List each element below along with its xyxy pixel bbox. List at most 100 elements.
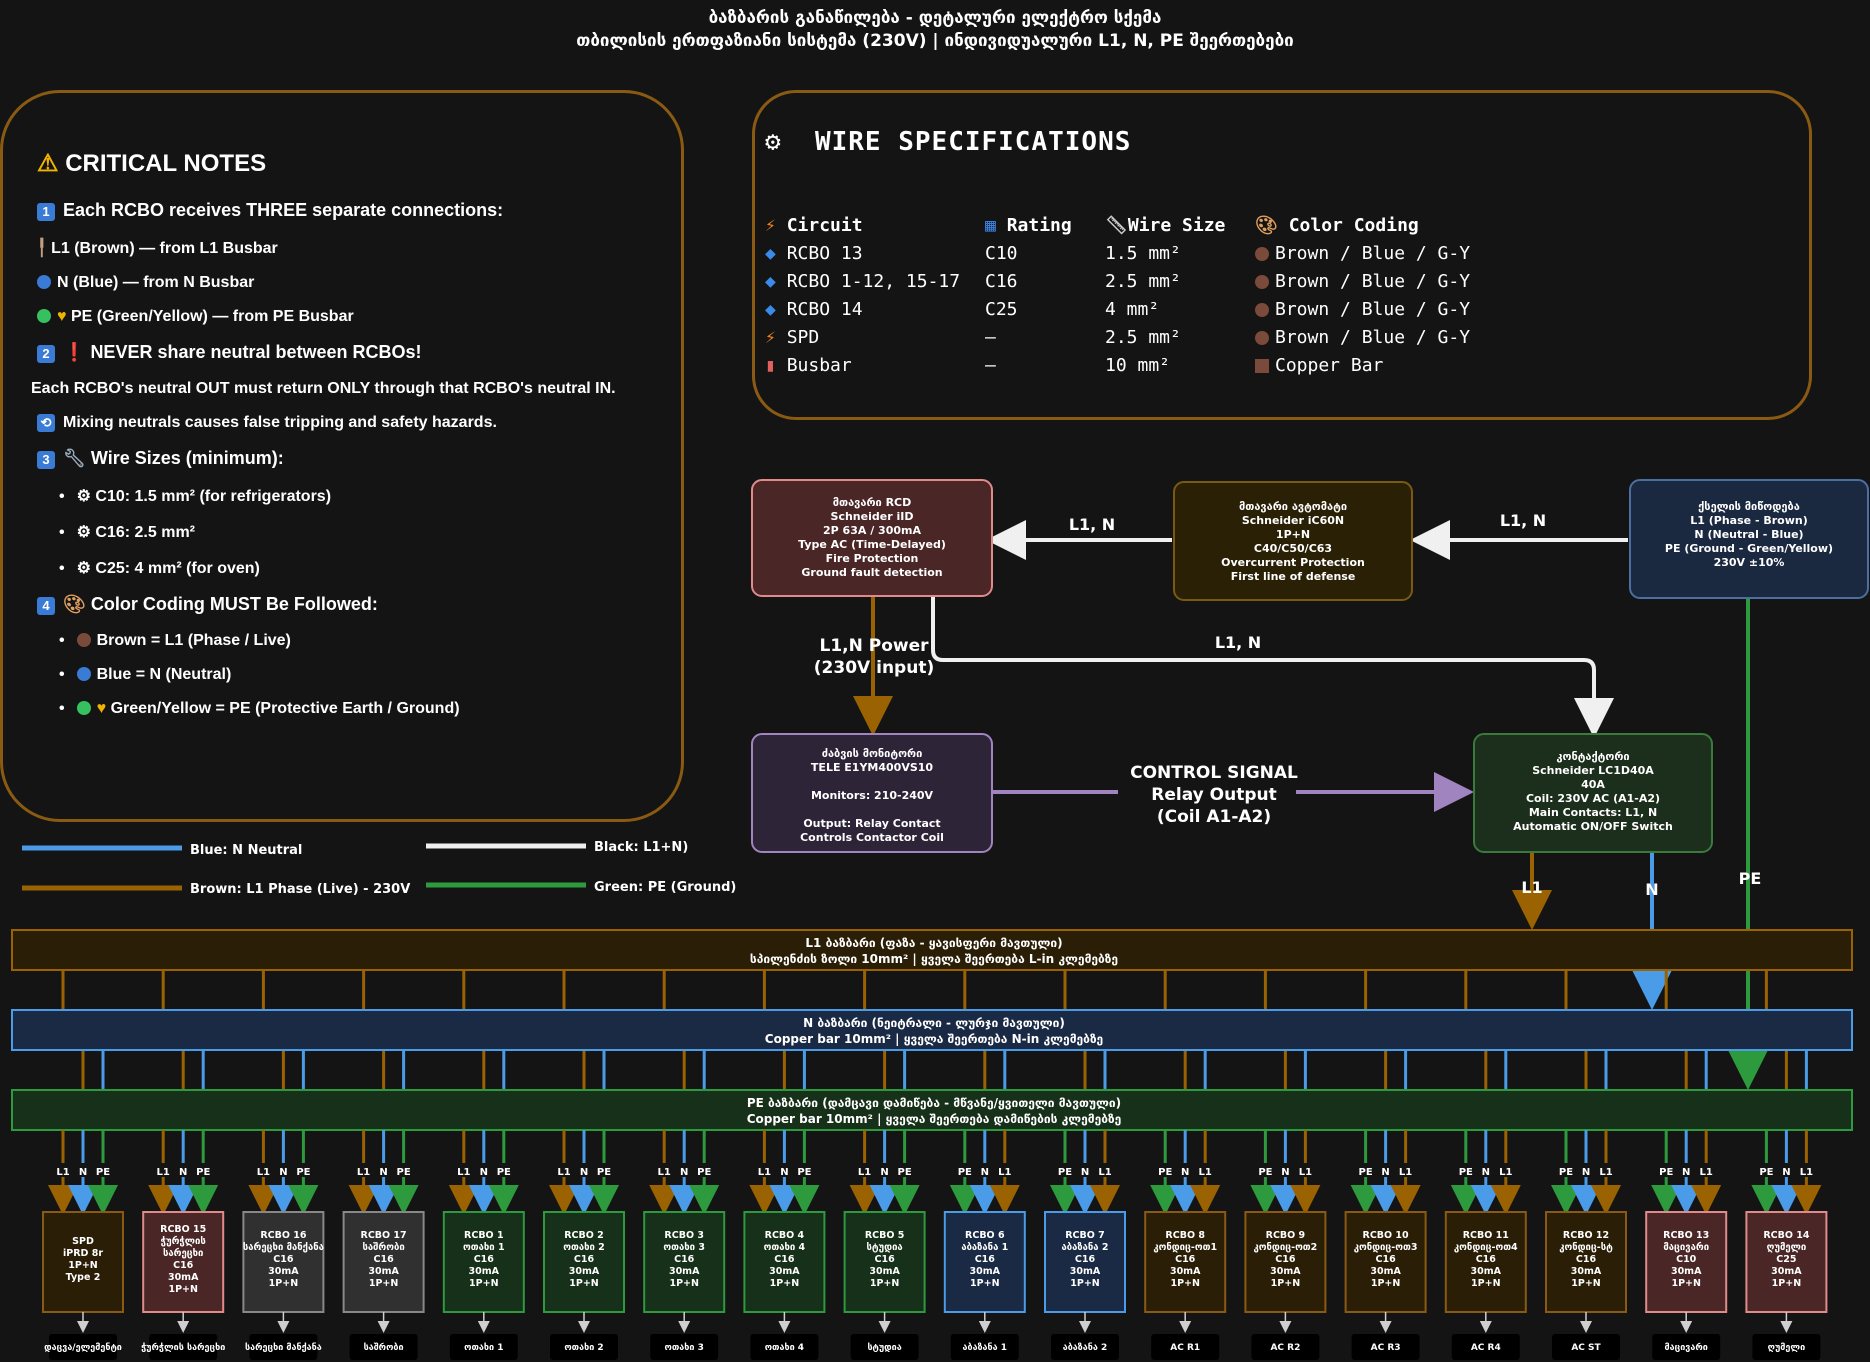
col-rating: ▦ Rating (985, 214, 1072, 236)
spec-row: ⚡ SPD —2.5 mm² Brown / Blue / G-Y (765, 326, 1471, 348)
square-icon (1255, 358, 1269, 373)
wire-tag-bg (494, 1163, 513, 1177)
wire-tag: L1 (1199, 1167, 1212, 1178)
load-label: დაცვა/ელემენტი (44, 1343, 122, 1353)
color-coding-text: Brown / Blue / G-Y (1275, 326, 1471, 348)
breaker-text: RCBO 8 (1165, 1230, 1205, 1241)
lightning-icon: ⚡ (765, 326, 776, 348)
wire-tag: L1 (357, 1167, 370, 1178)
breaker-text: RCBO 14 (1763, 1230, 1810, 1241)
wrench-icon: 🔧︎ (63, 448, 86, 468)
notes-title: CRITICAL NOTES (65, 150, 267, 177)
wire-tag-bg (955, 1163, 974, 1177)
wire-tag-bg (474, 1163, 493, 1177)
load-label-box (850, 1334, 919, 1360)
box-contactor-line: Automatic ON/OFF Switch (1513, 820, 1673, 833)
box-mcb-line: First line of defense (1231, 570, 1356, 583)
wire-tag: N (179, 1167, 187, 1178)
breaker-text: სარეცხი მანქანა (243, 1242, 324, 1253)
wire-tag-bg (1557, 1163, 1575, 1177)
color-coding-text: Brown / Blue / G-Y (1275, 270, 1471, 292)
breaker-text: კონდიც-სტ (1559, 1242, 1613, 1253)
load-label: სტუდია (867, 1343, 901, 1353)
wire-tag-bg (995, 1163, 1014, 1177)
wire-tag: PE (1559, 1167, 1573, 1178)
breaker-text: C16 (1476, 1254, 1497, 1265)
wire-tag-bg (194, 1163, 213, 1177)
note-4c-text: Green/Yellow = PE (Protective Earth / Gr… (110, 700, 460, 717)
breaker-text: ოთახი 1 (463, 1242, 505, 1253)
breaker-text: RCBO 16 (260, 1230, 307, 1241)
wire-tag: L1 (56, 1167, 69, 1178)
label-power-1: L1,N Power (819, 636, 929, 656)
breaker-text: C16 (373, 1254, 394, 1265)
load-label-box (1552, 1334, 1620, 1360)
breaker-text: 1P+N (970, 1278, 1000, 1289)
load-label-box (1451, 1334, 1520, 1360)
box-monitor-line: Monitors: 210-240V (811, 789, 934, 802)
wire-tag: N (1281, 1167, 1289, 1178)
wire-tag: PE (898, 1167, 912, 1178)
diamond-icon: ◆ (765, 298, 776, 320)
breaker-text: 30mA (368, 1266, 399, 1277)
label-ln-1: L1, N (1500, 511, 1546, 530)
wire-tag-bg (1677, 1163, 1696, 1177)
wire-tag: PE (497, 1167, 511, 1178)
note-4b: Blue = N (Neutral) (59, 666, 653, 684)
label-l1: L1 (1521, 878, 1542, 897)
wire-tag: PE (697, 1167, 711, 1178)
breaker-text: 30mA (1070, 1266, 1101, 1277)
wire-specifications-panel: ⚙ WIRE SPECIFICATIONS ⚡ Circuit ▦ Rating… (752, 90, 1812, 420)
breaker-box (1545, 1211, 1627, 1313)
spec-title: WIRE SPECIFICATIONS (814, 127, 1132, 157)
wire-tag-bg (1597, 1163, 1615, 1177)
wire-tag: N (480, 1167, 488, 1178)
breaker-box (342, 1211, 425, 1313)
exclamation-icon: ❗ (63, 342, 86, 362)
wire-tag-bg (595, 1163, 613, 1177)
wire-tag: PE (1359, 1167, 1373, 1178)
wire-tag: L1 (457, 1167, 470, 1178)
breaker-text: 30mA (1170, 1266, 1201, 1277)
breaker-text: Type 2 (66, 1272, 101, 1283)
wire-tag: N (981, 1167, 989, 1178)
breaker-text: 1P+N (168, 1284, 198, 1295)
load-label-box (950, 1334, 1019, 1360)
box-mcb-line: მთავარი ავტომატი (1239, 500, 1347, 513)
breaker-text: ღუმელი (1767, 1242, 1807, 1253)
load-label: ჭურჭლის სარეცხი (141, 1342, 225, 1353)
note-1a-text: L1 (Brown) — from L1 Busbar (51, 240, 278, 257)
lightning-icon: ⚡ (765, 214, 776, 236)
wire-tag-bg (1456, 1163, 1475, 1177)
wire-tag: N (1682, 1167, 1690, 1178)
wire-tag-bg (1196, 1163, 1215, 1177)
note-2-text: NEVER share neutral between RCBOs! (90, 342, 422, 362)
breaker-text: კონდიც-ოთ3 (1354, 1242, 1418, 1253)
label-control-1: CONTROL SIGNAL (1130, 763, 1298, 783)
wire-tag-bg (1797, 1163, 1816, 1177)
wire-tag-bg (294, 1163, 313, 1177)
breaker-text: 30mA (970, 1266, 1001, 1277)
breaker-text: 1P+N (1571, 1278, 1601, 1289)
breaker-text: სტუდია (866, 1242, 902, 1253)
note-4-text: Color Coding MUST Be Followed: (90, 594, 378, 614)
wire-tag: N (1181, 1167, 1189, 1178)
color-coding-text: Brown / Blue / G-Y (1275, 242, 1471, 264)
wire-tag: PE (1258, 1167, 1272, 1178)
breaker-text: RCBO 2 (564, 1230, 604, 1241)
load-label-box (1652, 1334, 1721, 1360)
n-busbar-line-1: N ბაზბარი (ნეიტრალი - ლურჯი მავთული) (803, 1016, 1065, 1030)
breaker-box (643, 1211, 726, 1313)
breaker-text: RCBO 7 (1065, 1230, 1105, 1241)
wire-tag-bg (1176, 1163, 1195, 1177)
